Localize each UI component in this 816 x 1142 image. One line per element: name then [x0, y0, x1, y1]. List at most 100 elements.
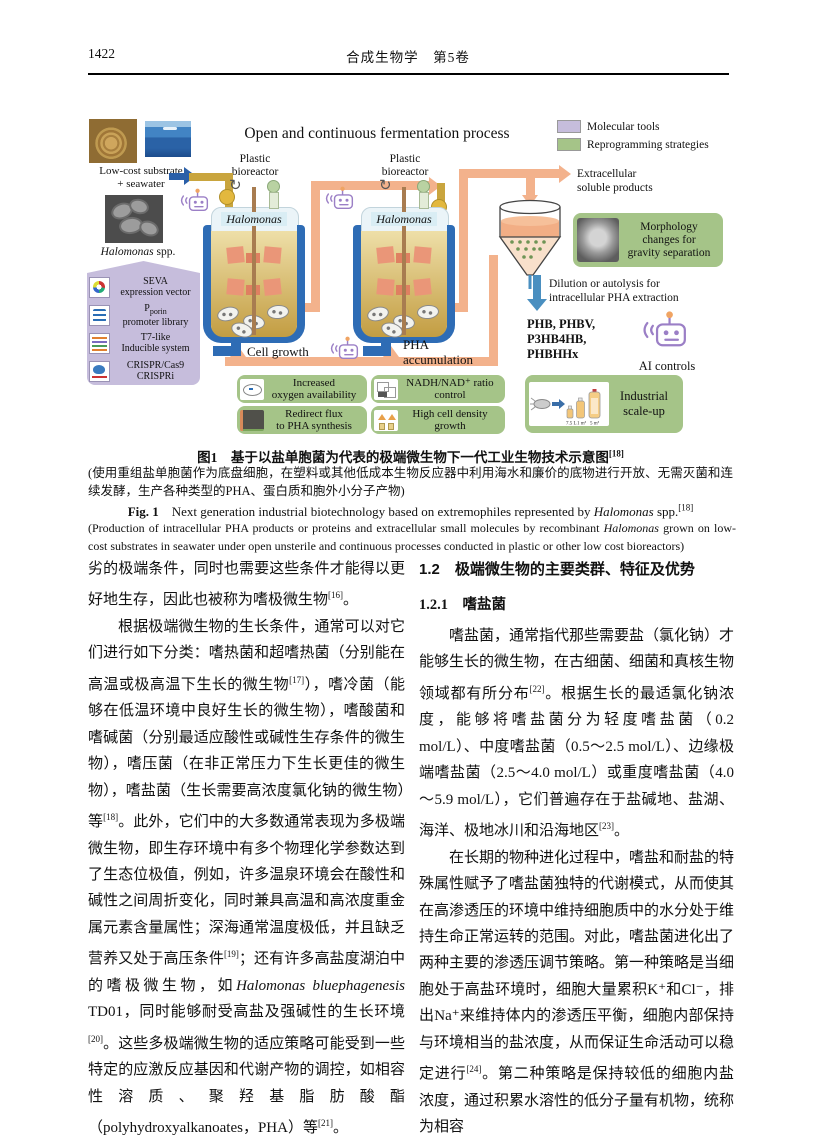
substrate-label: Low-cost substrate+ seawater	[99, 165, 183, 190]
inlet-pipe-r2-v	[437, 183, 445, 211]
reactor-jacket	[353, 225, 455, 343]
figure-title: Open and continuous fermentation process	[244, 125, 510, 142]
figure-caption-zh-note: (使用重组盐单胞菌作为底盘细胞，在塑料或其他低成本生物反应器中利用海水和廉价的底…	[88, 466, 733, 498]
seva-vector-icon	[89, 276, 110, 298]
impeller-paddle	[226, 246, 245, 264]
scaleup-vessels-image: 7.5 L 1 m³ 5 m³	[529, 382, 609, 426]
ai-robot-icon	[328, 335, 360, 367]
dilution-arrow	[533, 275, 541, 299]
halomonas-micrograph	[105, 195, 163, 243]
cell-blob	[215, 304, 241, 324]
paragraph: 在长期的物种进化过程中，嗜盐和耐盐的特殊属性赋予了嗜盐菌独特的代谢模式，从而使其…	[419, 849, 735, 1136]
legend-molecular-tools: Molecular tools	[557, 120, 660, 133]
svg-text:7.5 L: 7.5 L	[566, 422, 577, 427]
reactor-strain-label: Halomonas	[353, 210, 455, 228]
cell-density-icon	[374, 409, 398, 431]
pipe-arrow-into-r2-bottom	[383, 346, 399, 357]
body-column-right: 1.2 极端微生物的主要类群、特征及优势 1.2.1 嗜盐菌 嗜盐菌，通常指代那…	[419, 556, 734, 1141]
pipe-r2-to-products	[459, 169, 559, 178]
paragraph: 劣的极端条件，同时也需要这些条件才能得以更好地生存，因此也被称为嗜极微生物[16…	[88, 561, 405, 609]
oxygen-cell-icon	[240, 378, 264, 400]
svg-text:1 m³: 1 m³	[577, 421, 587, 427]
body-column-left: 劣的极端条件，同时也需要这些条件才能得以更好地生存，因此也被称为嗜极微生物[16…	[88, 556, 405, 1142]
straw-substrate-photo	[89, 119, 137, 163]
impeller-paddle	[226, 278, 245, 296]
journal-page: { "colors":{"accent_purple":"#c6bddc","a…	[85, 46, 743, 1137]
purple-swatch	[557, 120, 581, 133]
figure-caption-en: Fig. 1 Next generation industrial biotec…	[127, 502, 694, 519]
inlet-pipe-r1-h	[189, 173, 233, 181]
reactor-strain-label: Halomonas	[203, 210, 305, 228]
cell-blob	[416, 304, 440, 320]
paragraph: 根据极端微生物的生长条件，通常可以对它们进行如下分类：嗜热菌和超嗜热菌（分别能在…	[88, 618, 405, 1137]
valve-r1	[219, 189, 235, 205]
paragraph: 嗜盐菌，通常指代那些需要盐（氯化钠）才能够生长的微生物，在古细菌、细菌和真核生物…	[419, 628, 735, 840]
sensor-body	[419, 192, 429, 209]
figure-1-diagram: Low-cost substrate+ seawater Open and co…	[85, 113, 743, 443]
flux-pathway-icon	[240, 409, 264, 431]
svg-text:5 m³: 5 m³	[590, 421, 600, 427]
pipe-r1-to-r2	[311, 181, 429, 190]
dilution-arrow-head	[527, 299, 547, 311]
ai-controls-label: AI controls	[638, 359, 696, 373]
impeller-paddle	[263, 246, 282, 264]
drain-r1-v	[231, 335, 241, 355]
cell-blob	[365, 304, 391, 324]
rotation-icon: ↻	[229, 176, 242, 194]
impeller-paddle	[413, 278, 432, 296]
page-number: 1422	[88, 46, 115, 61]
ai-controls-robot-icon	[639, 309, 689, 356]
pipe-r1-outlet	[297, 303, 315, 312]
drain-r2-v	[381, 335, 391, 355]
pipe-arrow-extracellular	[559, 165, 571, 183]
sensor-body	[269, 192, 279, 209]
pha-products-label: PHB, PHBV,P3HB4HB,PHBHHx	[527, 317, 596, 361]
green-swatch	[557, 138, 581, 151]
legend-reprogramming: Reprogramming strategies	[557, 138, 709, 151]
pipe-r2-riser	[459, 169, 468, 312]
pipe-recycle-return	[225, 357, 498, 366]
header-rule	[88, 73, 729, 75]
organism-label: Halomonas spp.	[100, 246, 176, 258]
ai-robot-icon	[323, 185, 355, 217]
bioreactor-1: ↻ Halomonas	[203, 176, 305, 345]
pipe-recycle-drop	[489, 255, 498, 366]
cell-growth-label: Cell growth	[247, 344, 309, 359]
reactor-jacket	[203, 225, 305, 343]
inducible-system-icon	[89, 332, 110, 354]
pipe-branch-to-tank	[526, 169, 535, 197]
nadh-diagram-icon	[374, 378, 398, 400]
stirrer-shaft	[252, 187, 256, 335]
stirrer-shaft	[402, 187, 406, 335]
crispr-icon	[89, 360, 110, 382]
sub-heading: 1.2.1 嗜盐菌	[419, 597, 506, 613]
rotation-icon: ↻	[379, 176, 392, 194]
promoter-library-icon	[89, 304, 110, 326]
seawater-photo	[145, 121, 191, 157]
journal-header: 合成生物学 第5卷	[346, 50, 470, 65]
sem-micrograph	[577, 218, 619, 262]
ai-robot-icon	[178, 187, 210, 219]
cell-blob	[266, 304, 290, 320]
impeller-paddle	[376, 246, 395, 264]
drain-r1-h	[213, 346, 241, 356]
settling-tank	[498, 199, 562, 291]
drain-r2-h	[363, 346, 391, 356]
figure-caption-zh: 图1 基于以盐单胞菌为代表的极端微生物下一代工业生物技术示意图[18]	[197, 448, 624, 466]
impeller-paddle	[376, 278, 395, 296]
substrate-arrow	[169, 173, 184, 180]
